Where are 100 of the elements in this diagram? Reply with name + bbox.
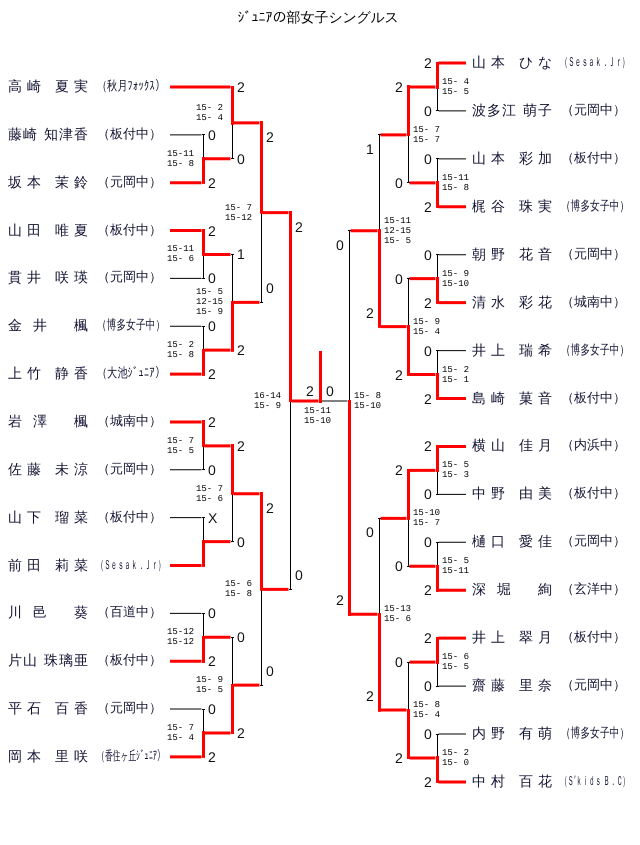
- player-name: 岡本 里咲: [8, 748, 88, 766]
- game-count: 2: [265, 130, 275, 144]
- player-name: 井上 瑞希: [472, 342, 552, 360]
- club-name: （博多女子中）: [97, 317, 165, 336]
- bracket-line: [234, 121, 260, 124]
- club-name: （板付中）: [561, 390, 626, 408]
- bracket-line: [438, 636, 466, 640]
- game-count: 0: [294, 568, 304, 582]
- bracket-line: [438, 254, 466, 256]
- bracket-line: [204, 348, 230, 352]
- club-name: （元岡中）: [97, 460, 162, 479]
- player-name: 坂本 茉鈴: [8, 174, 88, 192]
- club-name: （元岡中）: [97, 700, 162, 718]
- bracket-bar: [230, 252, 234, 352]
- game-count: 2: [365, 689, 375, 704]
- club-name: （板付中）: [97, 508, 162, 527]
- game-count: 2: [294, 220, 304, 234]
- club-name: （Ｓｅｓａｋ．Ｊｒ）: [561, 54, 629, 72]
- game-count: 2: [236, 80, 246, 94]
- bracket-line: [438, 158, 466, 160]
- bracket-line: [438, 780, 466, 784]
- bracket-line: [170, 372, 202, 376]
- club-name: （城南中）: [97, 412, 162, 431]
- bracket-line: [262, 588, 288, 591]
- bracket-line: [170, 134, 202, 136]
- game-count: 0: [207, 462, 217, 477]
- match-score: 15- 2 15- 8: [167, 340, 195, 360]
- game-count: 2: [423, 296, 433, 310]
- club-name: （元岡中）: [561, 677, 626, 696]
- match-score: 15- 5 12-15 15- 9: [196, 287, 224, 318]
- game-count: 2: [365, 306, 375, 320]
- player-name: 貫井 咲瑛: [8, 269, 88, 288]
- match-score: 15- 5 15- 3: [442, 460, 470, 480]
- game-count: 0: [236, 152, 246, 166]
- game-count: 2: [394, 463, 404, 478]
- game-count: 2: [394, 80, 404, 94]
- bracket-line: [410, 181, 436, 184]
- match-score: 15- 2 15- 0: [442, 748, 470, 768]
- club-name: （元岡中）: [561, 533, 626, 552]
- club-name: （元岡中）: [97, 174, 162, 192]
- bracket-line: [170, 755, 202, 758]
- player-name: 佐藤 未涼: [8, 460, 88, 479]
- bracket-line: [350, 229, 378, 232]
- match-score: 15-11 15- 8: [442, 172, 470, 193]
- bracket-bar: [202, 229, 204, 280]
- club-name: （板付中）: [97, 222, 162, 240]
- player-name: 横山 佳月: [472, 437, 552, 456]
- game-count: 0: [423, 679, 433, 694]
- bracket-bar: [436, 157, 438, 208]
- bracket-line: [438, 350, 466, 352]
- bracket-line: [321, 400, 348, 402]
- game-count: 2: [423, 583, 433, 598]
- game-count: 0: [423, 152, 433, 166]
- bracket-bar: [406, 85, 410, 184]
- game-count: 2: [207, 367, 217, 382]
- player-name: 平石 百香: [8, 700, 88, 718]
- bracket-line: [204, 636, 230, 639]
- bracket-line: [170, 612, 202, 614]
- bracket-line: [438, 397, 466, 400]
- bracket-bar: [202, 708, 204, 758]
- bracket-bar: [436, 636, 438, 688]
- club-name: （元岡中）: [561, 246, 626, 264]
- bracket-line: [292, 400, 318, 403]
- game-count: 2: [423, 439, 433, 454]
- bracket-bar: [230, 444, 234, 544]
- bracket-line: [410, 85, 436, 88]
- bracket-line: [380, 325, 406, 328]
- bracket-bar: [406, 468, 410, 568]
- match-score: 15-11 12-15 15- 5: [384, 216, 412, 246]
- player-name: 波多江 萌子: [472, 102, 552, 120]
- bracket-bar: [436, 62, 438, 112]
- game-count: 0: [394, 559, 404, 574]
- game-count: 2: [207, 224, 217, 238]
- game-count: 0: [207, 606, 217, 620]
- game-count: 2: [423, 774, 433, 789]
- match-score: 15- 7 15-12: [225, 202, 253, 223]
- bracket-bar: [436, 444, 438, 496]
- game-count: 0: [236, 534, 246, 549]
- bracket-line: [438, 686, 466, 687]
- game-count: 2: [236, 726, 246, 740]
- player-name: 島崎 菓音: [472, 390, 552, 408]
- bracket-title: ｼﾞｭﾆｱの部女子シングルス: [238, 9, 398, 27]
- player-name: 中村 百花: [472, 772, 552, 791]
- club-name: （元岡中）: [561, 102, 626, 120]
- game-count: 0: [423, 487, 433, 502]
- game-count: 2: [423, 392, 433, 406]
- match-score: 15- 7 15- 7: [413, 124, 441, 145]
- match-score: 16-14 15- 9: [254, 391, 282, 412]
- bracket-bar: [406, 660, 410, 760]
- player-name: 山下 瑠菜: [8, 508, 88, 527]
- player-name: 深堀 絢: [472, 581, 552, 600]
- match-score: 15- 6 15- 8: [225, 579, 253, 600]
- bracket-line: [170, 660, 202, 663]
- bracket-bar: [378, 133, 380, 328]
- bracket-line: [410, 660, 436, 664]
- bracket-line: [438, 110, 466, 112]
- match-score: 15- 6 15- 5: [442, 652, 470, 672]
- club-name: （板付中）: [561, 629, 626, 648]
- club-name: （板付中）: [561, 485, 626, 504]
- club-name: （博多女子中）: [561, 725, 629, 744]
